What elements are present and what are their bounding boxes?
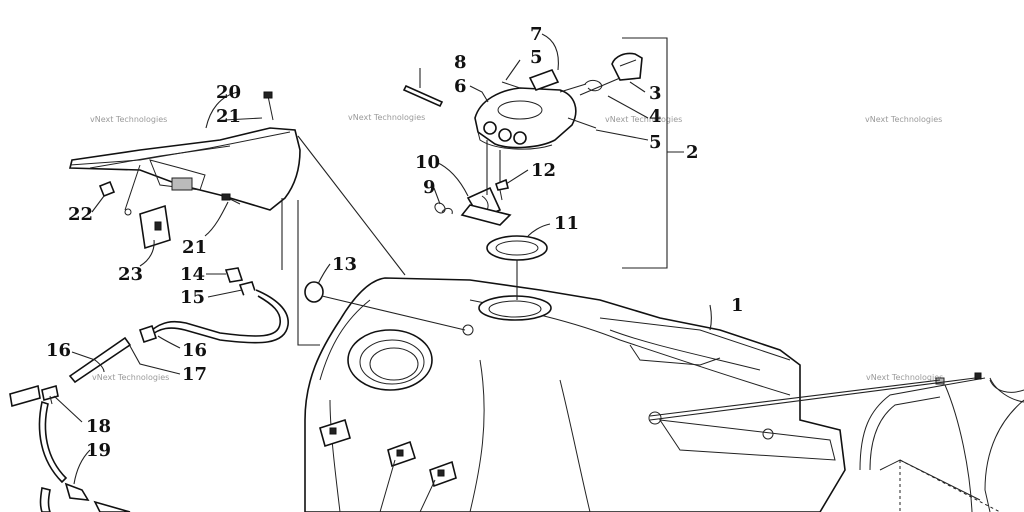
leader-lines <box>53 33 713 485</box>
callout-label: 21 <box>216 106 241 127</box>
callout-label: 8 <box>454 52 467 73</box>
callout-label: 18 <box>86 416 111 437</box>
callout-label: 15 <box>180 287 205 308</box>
watermark-text: vNext Technologies <box>92 373 169 382</box>
callout-label: 10 <box>415 152 440 173</box>
callout-label: 9 <box>423 177 436 198</box>
callout-label: 11 <box>554 213 579 234</box>
watermark-text: vNext Technologies <box>348 113 425 122</box>
fuel-pump-assembly <box>402 52 643 300</box>
side-panel <box>68 91 406 346</box>
callout-label: 7 <box>530 24 543 45</box>
callout-label: 4 <box>649 106 662 127</box>
callout-label: 19 <box>86 440 111 461</box>
callout-label: 20 <box>216 82 241 103</box>
watermark-text: vNext Technologies <box>90 115 167 124</box>
callout-labels: 1 2 3 4 5 5 6 7 8 9 10 11 12 13 14 15 16… <box>46 24 744 461</box>
callout-label: 12 <box>531 160 556 181</box>
callout-label: 17 <box>182 364 207 385</box>
watermark-text: vNext Technologies <box>605 115 682 124</box>
callout-label: 23 <box>118 264 143 285</box>
group-bracket <box>622 37 668 269</box>
callout-label: 16 <box>46 340 71 361</box>
fuel-tank <box>304 277 846 512</box>
callout-label: 21 <box>182 237 207 258</box>
callout-label: 5 <box>649 132 662 153</box>
callout-label: 22 <box>68 204 93 225</box>
watermark-text: vNext Technologies <box>866 373 943 382</box>
watermark-text: vNext Technologies <box>865 115 942 124</box>
callout-label: 1 <box>731 295 744 316</box>
callout-label: 6 <box>454 76 467 97</box>
callout-label: 3 <box>649 83 662 104</box>
callout-label: 5 <box>530 47 543 68</box>
callout-label: 13 <box>332 254 357 275</box>
callout-label: 14 <box>180 264 205 285</box>
callout-label: 16 <box>182 340 207 361</box>
fuel-lines <box>9 267 466 512</box>
side-frame <box>859 372 1024 512</box>
callout-label: 2 <box>686 142 699 163</box>
